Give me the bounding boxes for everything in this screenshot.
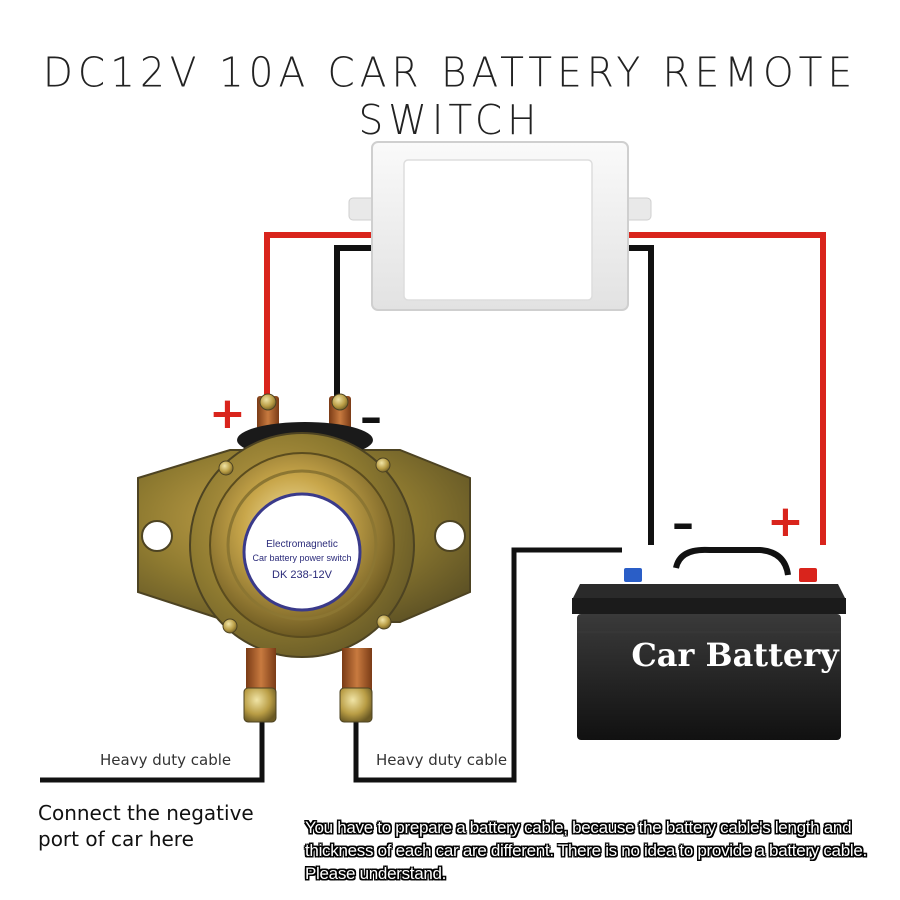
positive-wire-battery <box>622 232 826 545</box>
battery-cable-note: You have to prepare a battery cable, bec… <box>305 818 867 883</box>
battery-label: Car Battery <box>631 636 839 674</box>
solenoid-model: DK 238-12V <box>272 569 333 581</box>
negative-wire-solenoid <box>334 245 378 398</box>
negative-port-instruction: Connect the negative port of car here <box>38 801 254 851</box>
remote-switch-module <box>348 141 652 311</box>
battery-plus-sign: + <box>767 496 804 547</box>
heavy-duty-cable-right <box>353 547 622 783</box>
solenoid-minus-sign: – <box>360 392 382 443</box>
battery-minus-sign: – <box>672 498 694 549</box>
page-title: DC12V 10A CAR BATTERY REMOTE SWITCH <box>42 49 858 145</box>
negative-wire-battery <box>622 245 654 545</box>
solenoid-plus-sign: + <box>209 388 246 439</box>
wires <box>40 232 826 783</box>
heavy-duty-cable-right-label: Heavy duty cable <box>376 751 508 769</box>
solenoid-label-line2: Car battery power switch <box>252 553 351 563</box>
car-battery <box>572 546 846 740</box>
heavy-duty-cable-left <box>40 720 265 783</box>
positive-wire-solenoid <box>264 232 378 400</box>
solenoid-label-line1: Electromagnetic <box>266 539 338 550</box>
heavy-duty-cable-left-label: Heavy duty cable <box>100 751 232 769</box>
solenoid-switch <box>137 393 471 723</box>
